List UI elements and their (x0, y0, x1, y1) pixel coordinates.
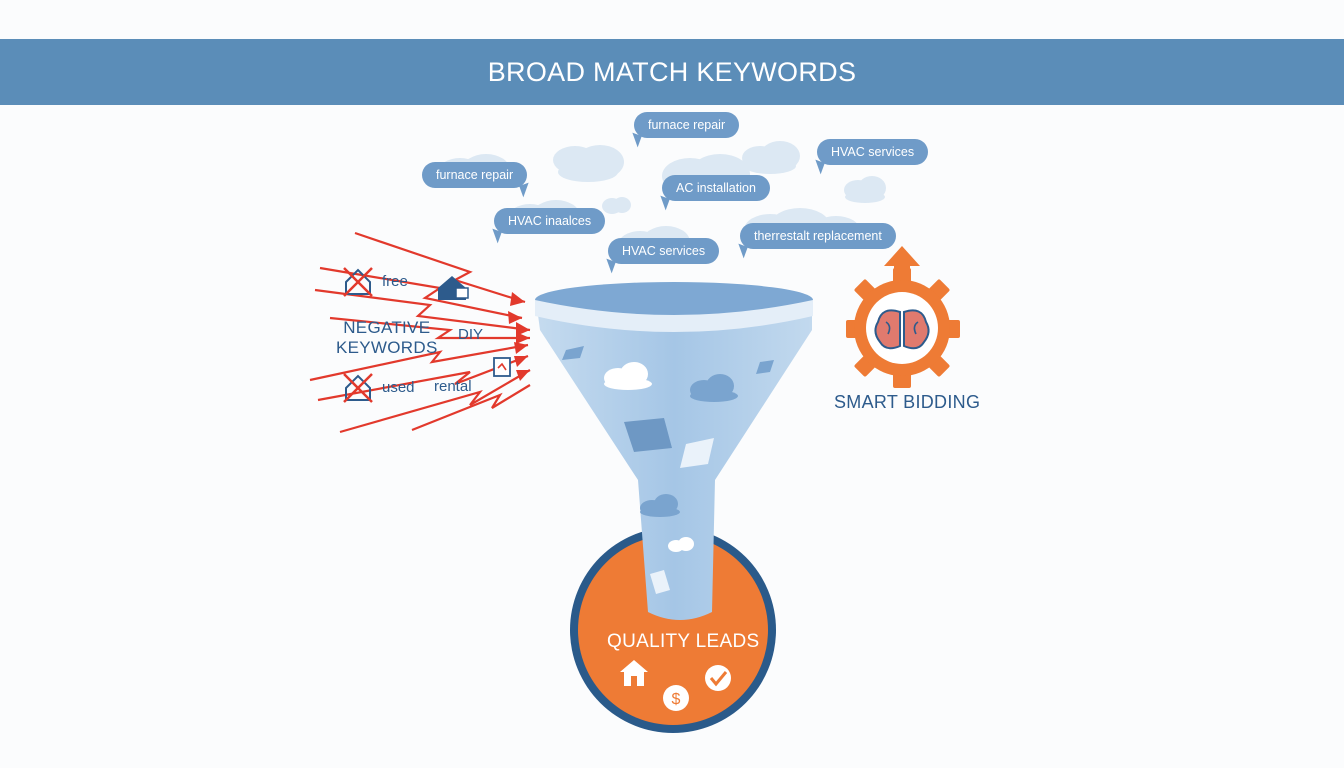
up-arrow-icon (884, 246, 920, 280)
arrow-head (516, 332, 530, 344)
blue-cloud (640, 494, 680, 517)
white-cloud (604, 362, 652, 390)
search-term-label: therrestalt replacement (754, 229, 882, 243)
negative-keywords-title-line2: KEYWORDS (336, 338, 438, 357)
cloud-shape (742, 141, 800, 174)
arrow-head (510, 292, 525, 306)
house-chart-icon (438, 276, 469, 300)
document-icon (493, 357, 511, 377)
red-arrow (314, 288, 531, 332)
search-term-bubble: furnace repair (634, 112, 740, 138)
funnel-contents (562, 346, 774, 594)
search-term-label: AC installation (676, 181, 756, 195)
white-cloud (668, 537, 694, 552)
arrow-heads (508, 292, 530, 381)
search-term-bubble: AC installation (662, 175, 770, 201)
search-term-bubble: furnace repair (422, 162, 528, 188)
search-term-label: HVAC services (622, 244, 706, 258)
funnel-tile (624, 418, 672, 452)
funnel-tile (756, 360, 774, 374)
search-term-label: furnace repair (648, 118, 726, 132)
search-term-label: HVAC services (831, 145, 915, 159)
arrow-head (516, 370, 530, 381)
red-arrow (339, 369, 531, 434)
quality-leads-title: QUALITY LEADS (607, 631, 760, 652)
red-arrow (317, 354, 529, 402)
red-arrow (319, 266, 523, 320)
funnel-tile (562, 346, 584, 360)
search-term-bubble: HVAC services (817, 139, 929, 165)
search-term-bubble: HVAC services (608, 238, 720, 264)
check-icon (705, 665, 731, 691)
smart-bidding-title: SMART BIDDING (834, 392, 981, 412)
negative-keywords-title-line1: NEGATIVE (343, 318, 431, 337)
home-icon (620, 660, 648, 686)
funnel-rim-band (535, 300, 813, 332)
red-arrow (411, 384, 531, 432)
arrow-head (508, 311, 522, 324)
brain-icon (874, 309, 930, 350)
red-arrow (354, 231, 526, 304)
negative-arrows (309, 231, 531, 434)
funnel-tile (650, 570, 670, 594)
crossed-house-icon-1 (343, 267, 373, 297)
arrow-head (514, 356, 528, 367)
crossed-house-icon-2 (343, 373, 373, 403)
negative-word-diy: DIY (458, 326, 484, 343)
red-arrow (329, 316, 530, 340)
funnel-tile (680, 438, 714, 468)
negative-word-rental: rental (434, 378, 472, 395)
header-banner: BROAD MATCH KEYWORDS (0, 39, 1344, 105)
negative-word-free: free (382, 273, 408, 290)
arrow-head (516, 322, 530, 336)
negative-word-used: used (382, 379, 415, 396)
search-term-label: furnace repair (436, 168, 514, 182)
dollar-icon: $ (663, 685, 689, 711)
cloud-shape (602, 197, 631, 214)
cloud-shape (844, 176, 886, 203)
smart-bidding-gear (846, 246, 960, 388)
search-term-label: HVAC inaalces (508, 214, 592, 228)
cloud-shape (553, 145, 624, 182)
arrow-head (514, 342, 528, 354)
red-arrow (309, 343, 529, 382)
negative-keywords-title: NEGATIVE KEYWORDS (336, 318, 438, 358)
search-term-bubble: HVAC inaalces (494, 208, 606, 234)
header-title: BROAD MATCH KEYWORDS (487, 56, 857, 87)
search-term-bubble: therrestalt replacement (740, 223, 896, 249)
svg-text:$: $ (672, 691, 681, 708)
funnel-rim (535, 282, 813, 318)
blue-cloud (690, 374, 738, 402)
